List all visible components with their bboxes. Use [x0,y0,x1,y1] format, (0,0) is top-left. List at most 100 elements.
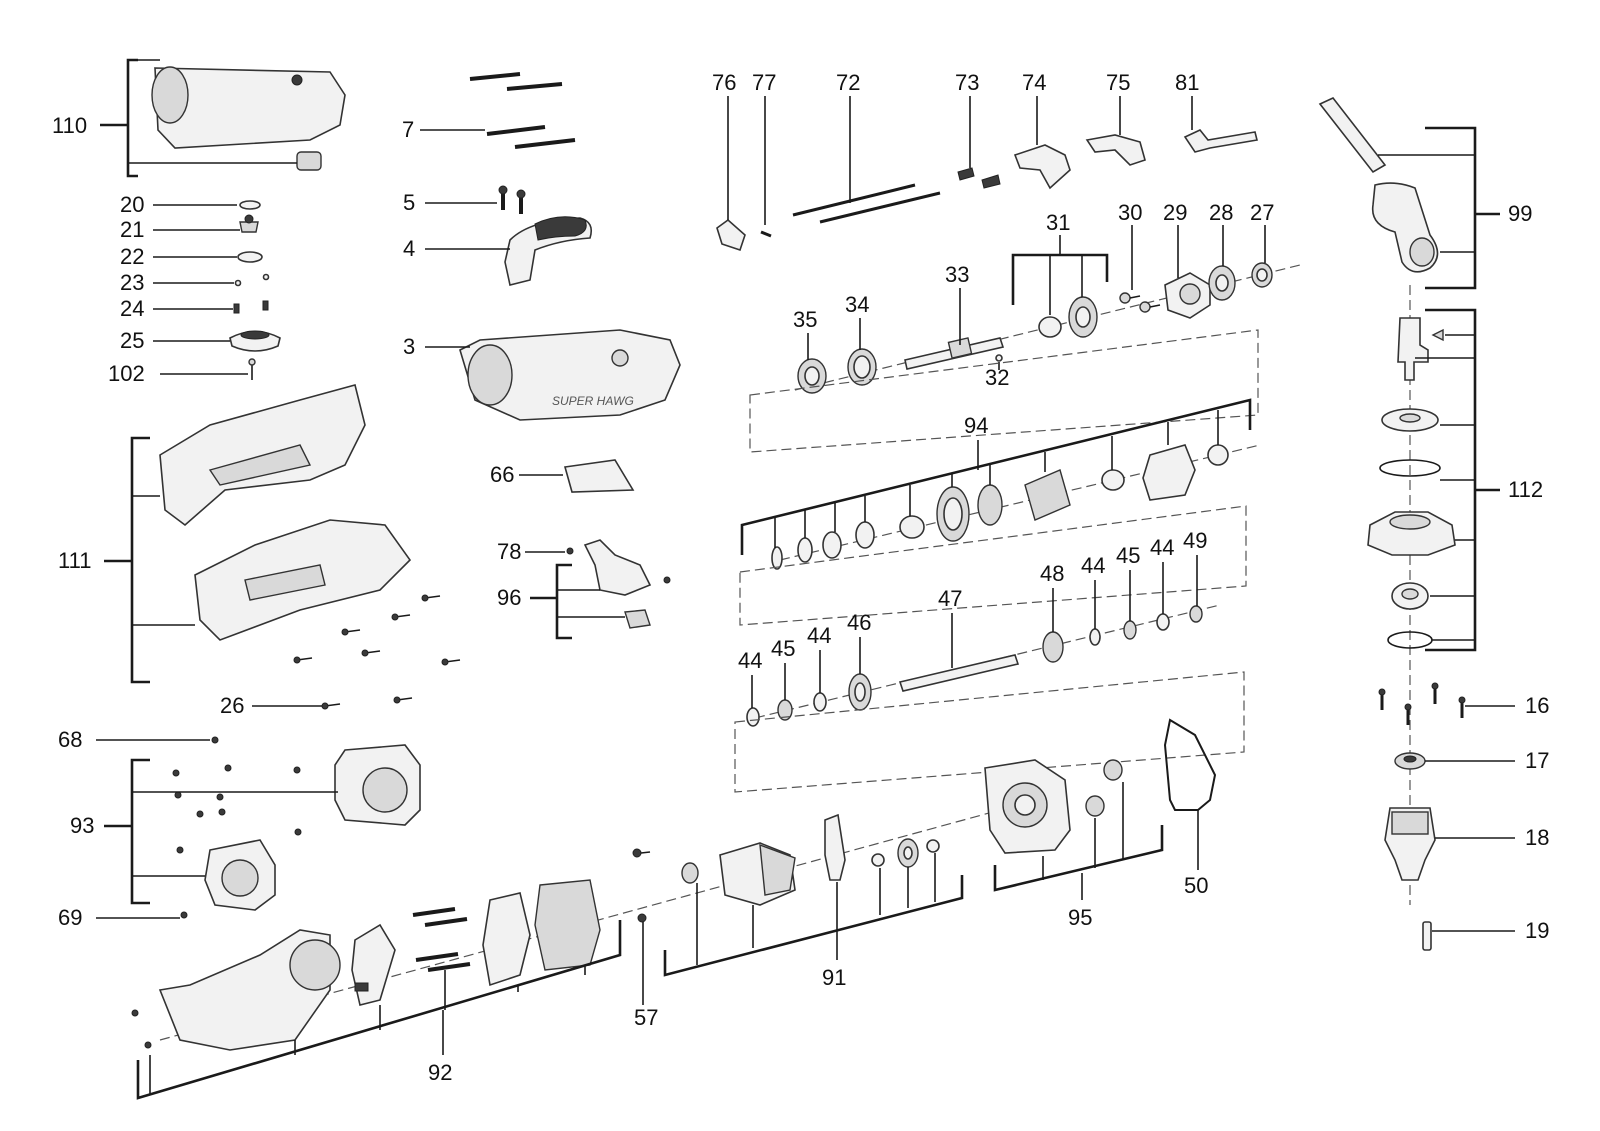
callout-77: 77 [752,70,776,95]
shaft-group-outline [734,671,1245,793]
spindle-group-outline [749,329,1259,453]
part-110-gear-housing [151,66,346,171]
part-7-long-screws [469,72,576,149]
callout-94: 94 [964,413,988,438]
callout-44-a: 44 [738,648,762,673]
callout-21: 21 [120,217,144,242]
callout-19: 19 [1525,918,1549,943]
callout-16: 16 [1525,693,1549,718]
part-66-label [563,459,635,493]
callout-31: 31 [1046,210,1070,235]
callout-33: 33 [945,262,969,287]
intermediate-group-outline [739,505,1247,626]
part-72-rods [792,183,941,224]
part-16-screws [1378,682,1466,725]
callout-110: 110 [52,113,87,138]
part-73-springs [957,167,1001,189]
callout-29: 29 [1163,200,1187,225]
callout-69: 69 [58,905,82,930]
part-93-end-caps [172,736,421,919]
part-34-gear [847,348,877,386]
part-50-gasket [1163,718,1217,811]
callout-47: 47 [938,586,962,611]
part-92-motor-housing [131,879,601,1051]
part-27-bushing [1251,262,1273,288]
callout-30: 30 [1118,200,1142,225]
callout-4: 4 [403,236,415,261]
bracket-94 [740,398,1252,555]
part-3-gear-cover: SUPER HAWG [459,329,681,421]
part-91-armature [681,813,940,906]
callout-66: 66 [490,462,514,487]
part-74-clip [1013,144,1071,190]
callout-112: 112 [1508,477,1543,502]
bracket-99 [1425,126,1500,290]
bracket-31 [1011,253,1109,305]
callout-34: 34 [845,292,869,317]
callout-26: 26 [220,693,244,718]
part-57-screw [632,848,651,923]
callout-81: 81 [1175,70,1199,95]
callout-75: 75 [1106,70,1130,95]
callout-73: 73 [955,70,979,95]
part-111-motor-housing-halves [159,384,412,641]
callout-18: 18 [1525,825,1549,850]
callout-111: 111 [58,548,91,573]
callout-93: 93 [70,813,94,838]
part-17-nut [1394,752,1426,770]
callout-92: 92 [428,1060,452,1085]
callout-99: 99 [1508,201,1532,226]
part-26-screws [293,594,461,710]
callout-96: 96 [497,585,521,610]
callout-32: 32 [985,365,1009,390]
callout-25: 25 [120,328,144,353]
callout-17: 17 [1525,748,1549,773]
callout-74: 74 [1022,70,1046,95]
callout-72: 72 [836,70,860,95]
callout-45-b: 45 [1116,543,1140,568]
callout-91: 91 [822,965,846,990]
part-4-handle-grip [504,216,593,286]
part-31-gear-set [1038,296,1098,338]
part-94-gear-train [771,444,1229,570]
bracket-95 [993,825,1164,892]
callout-5: 5 [403,190,415,215]
part-18-chuck [1384,807,1436,881]
callout-27: 27 [1250,200,1274,225]
callout-7: 7 [402,117,414,142]
callout-24: 24 [120,296,144,321]
callout-22: 22 [120,244,144,269]
part-96-switch-bracket [566,539,671,629]
callout-23: 23 [120,270,144,295]
brand-text: SUPER HAWG [552,394,634,408]
small-parts-20-25 [229,200,281,380]
bracket-92 [136,920,622,1100]
callout-95: 95 [1068,905,1092,930]
part-76-lever [716,218,746,252]
part-19-screw [1422,921,1432,951]
part-28-bearing [1208,265,1236,301]
part-33-spindle [904,337,1005,370]
callout-3: 3 [403,334,415,359]
callout-28: 28 [1209,200,1233,225]
bracket-91 [663,875,964,977]
callout-49: 49 [1183,528,1207,553]
callout-35: 35 [793,307,817,332]
callout-44-b: 44 [807,623,831,648]
callout-78: 78 [497,539,521,564]
callout-68: 68 [58,727,82,752]
callout-57: 57 [634,1005,658,1030]
part-112-spindle-assembly [1367,317,1456,649]
callout-45-a: 45 [771,636,795,661]
bracket-111 [104,436,150,684]
part-30-screws [1119,292,1161,313]
bracket-96 [530,563,572,640]
part-5-screws [498,185,526,214]
callout-50: 50 [1184,873,1208,898]
callout-46: 46 [847,610,871,635]
callout-44-d: 44 [1150,535,1174,560]
callout-48: 48 [1040,561,1064,586]
bracket-110 [100,58,138,178]
bracket-93 [104,758,150,905]
